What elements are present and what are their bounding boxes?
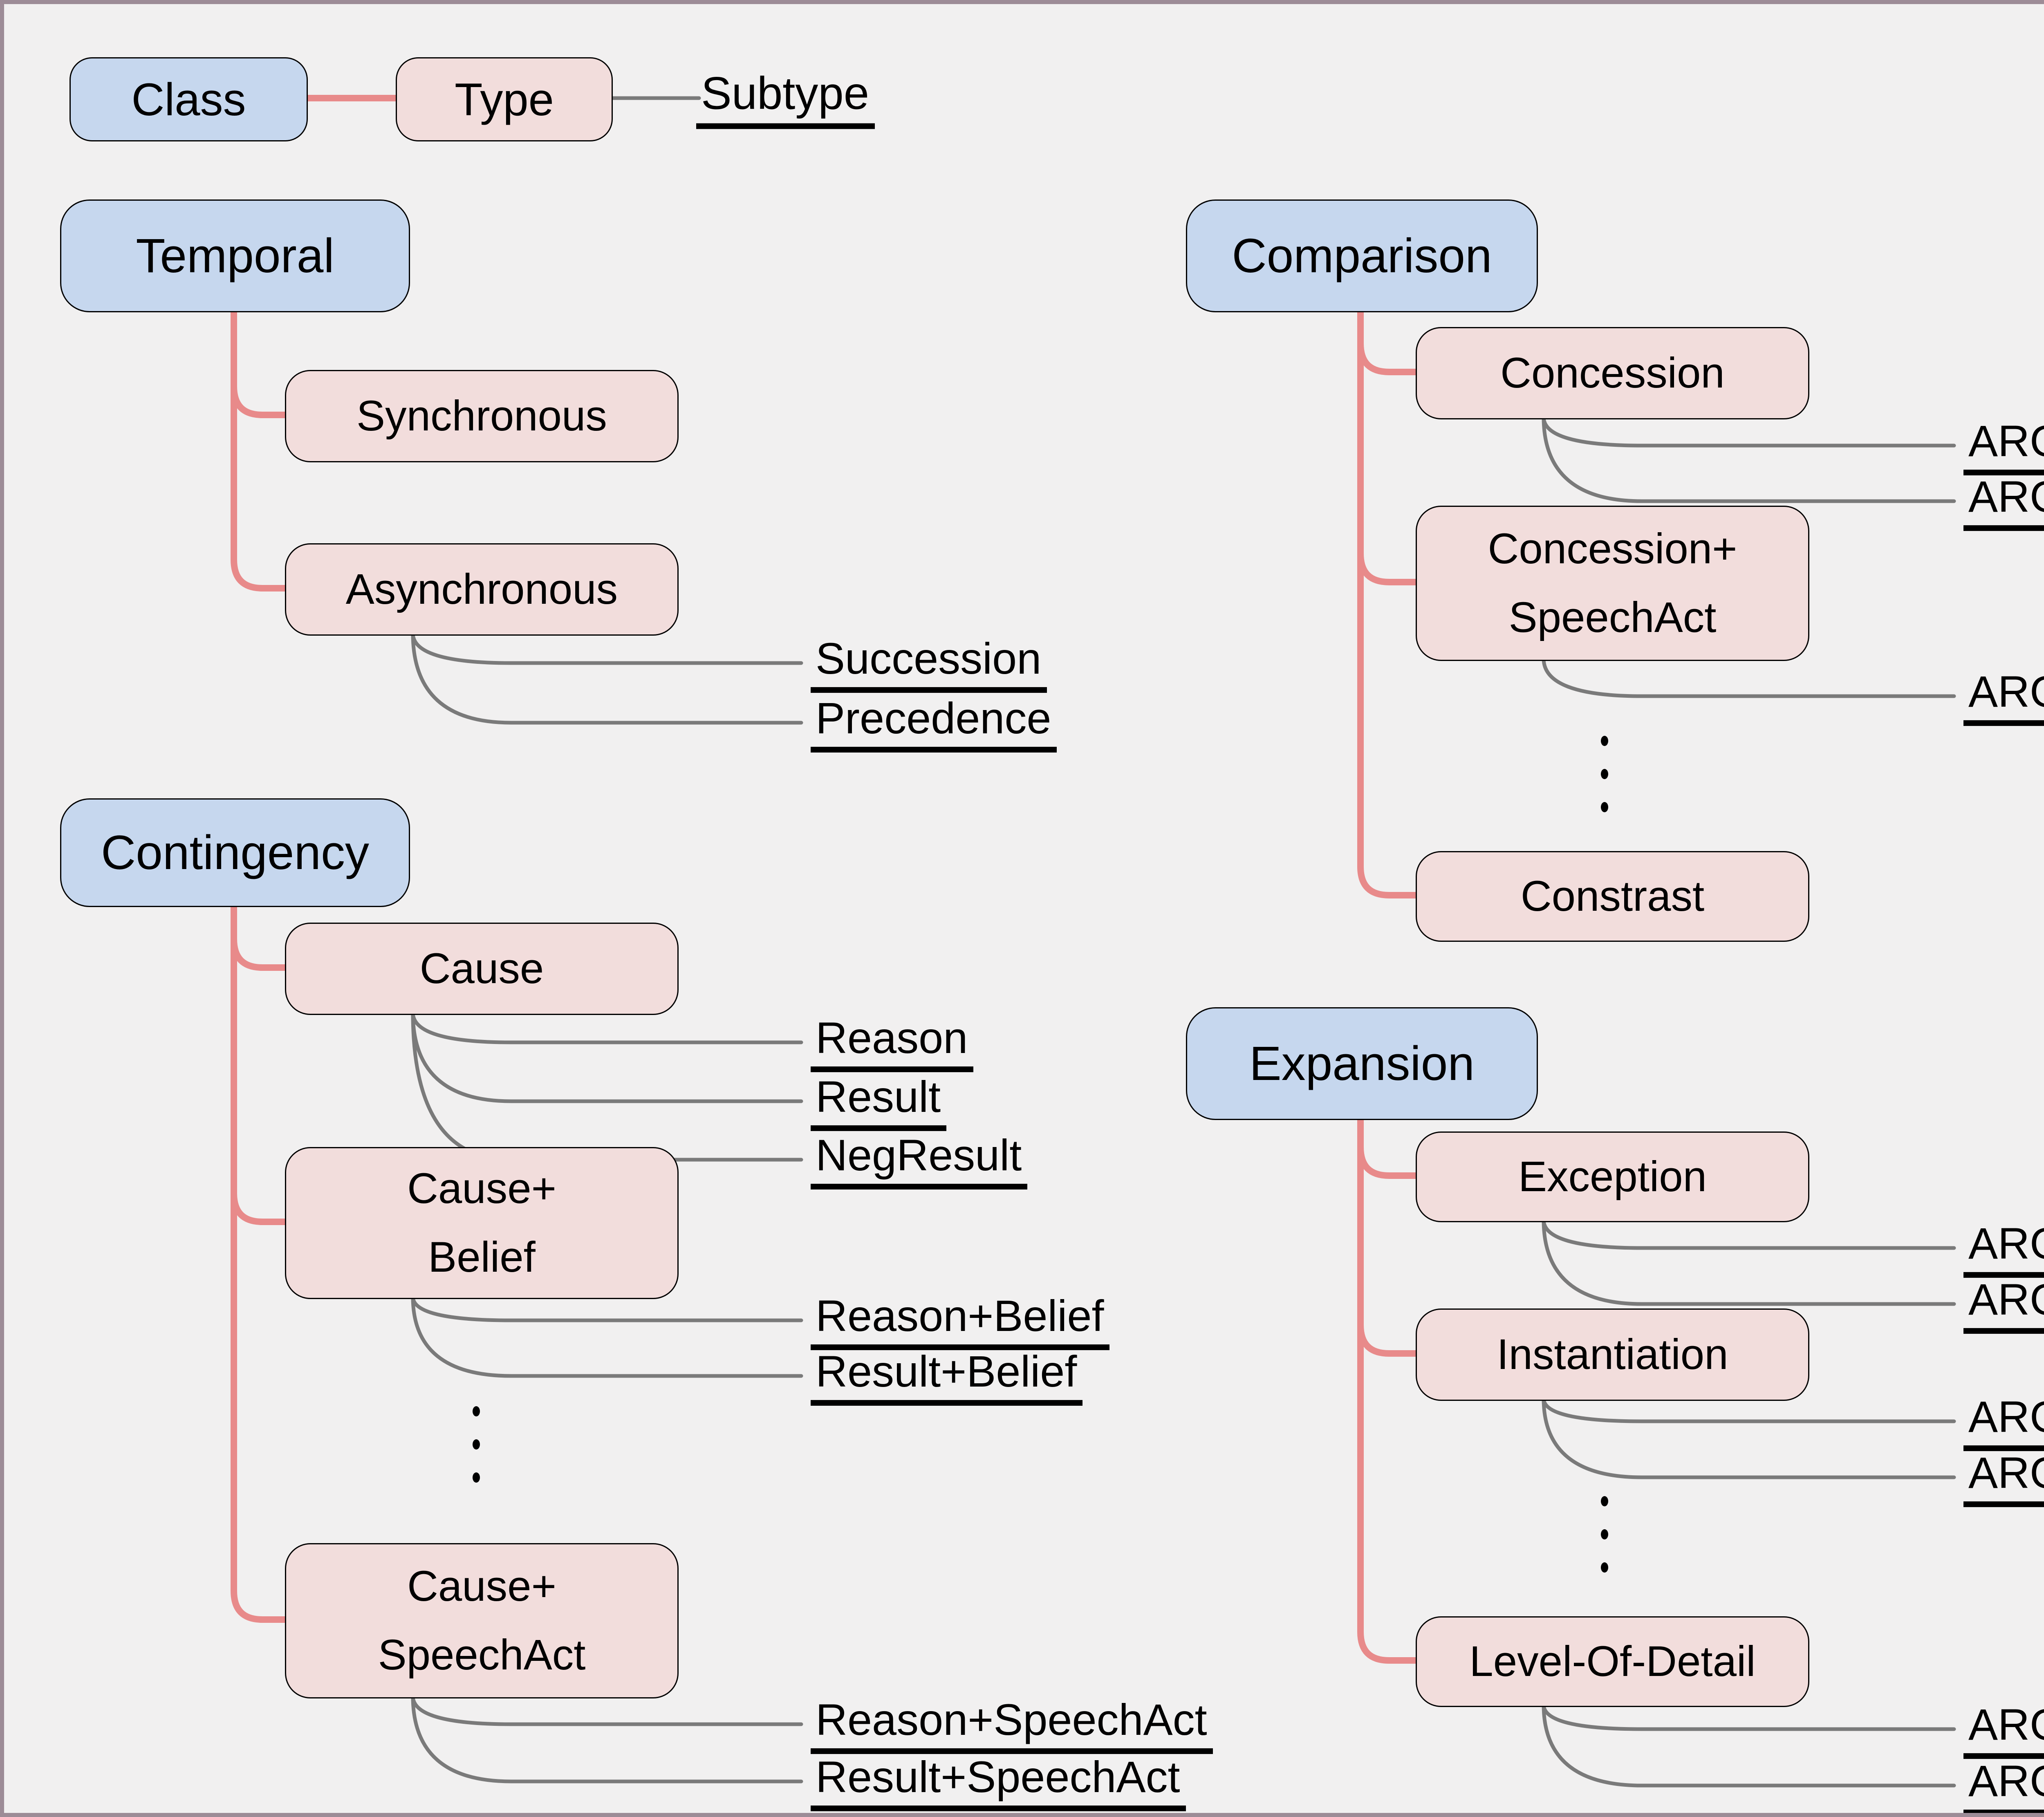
subtype-reason: Reason <box>811 1013 974 1073</box>
subtype-result-speechact: Result+SpeechAct <box>811 1752 1186 1812</box>
ellipsis-dot <box>1601 802 1608 812</box>
subtype-arg2-as-instance: ARG2-As-Instance <box>1963 1447 2044 1508</box>
subtype-arg2-as-denier-speechact: ARG2-As-Denier+SpeechAct <box>1963 666 2044 726</box>
type-box-cause-belief: Cause+ Belief <box>285 1147 679 1299</box>
connector-contingency-cause-belief <box>231 901 288 1225</box>
legend-type-label: Type <box>455 74 554 125</box>
ellipsis-dot <box>1601 1529 1608 1539</box>
type-box-cause-speechact: Cause+ SpeechAct <box>285 1543 679 1698</box>
connector-comparison-concession-speechact <box>1357 307 1419 585</box>
subtype-precedence: Precedence <box>811 693 1057 753</box>
type-box-cause: Cause <box>285 923 679 1015</box>
ellipsis-dot <box>1601 1562 1608 1573</box>
connector-instantiation-arg1-as-instance <box>1542 1396 1956 1423</box>
class-label-expansion: Expansion <box>1249 1037 1475 1091</box>
subtype-arg1-as-instance: ARG1-As-Instance <box>1963 1391 2044 1452</box>
legend-class-box: Class <box>69 57 308 141</box>
ellipsis-dot <box>473 1472 480 1483</box>
subtype-arg2-as-excpt: ARG2-As-Excpt <box>1963 1274 2044 1334</box>
class-label-temporal: Temporal <box>136 229 334 283</box>
connector-concession-arg2-as-denier <box>1542 415 1956 503</box>
connector-cause-negresult <box>411 1010 803 1162</box>
type-label-asynchronous: Asynchronous <box>345 565 618 613</box>
subtype-arg1-as-denier: ARG1-As-Denier <box>1963 416 2044 476</box>
subtype-arg2-as-detail: ARG2-As-Detail <box>1963 1756 2044 1813</box>
subtype-result-belief: Result+Belief <box>811 1346 1083 1406</box>
type-label-cause-speechact: Cause+ SpeechAct <box>378 1562 586 1679</box>
type-label-constrast: Constrast <box>1520 872 1705 920</box>
legend-subtype-label: Subtype <box>696 67 875 129</box>
legend-type-box: Type <box>396 57 613 141</box>
type-box-concession: Concession <box>1416 327 1809 419</box>
type-label-level-of-detail: Level-Of-Detail <box>1469 1638 1756 1685</box>
connector-concession-arg1-as-denier <box>1542 415 1956 448</box>
type-label-cause: Cause <box>419 945 544 993</box>
subtype-succession: Succession <box>811 633 1047 693</box>
subtype-arg2-as-denier: ARG2-As-Denier <box>1963 471 2044 531</box>
subtype-reason-speechact: Reason+SpeechAct <box>811 1694 1213 1754</box>
class-box-comparison: Comparison <box>1186 199 1538 312</box>
type-label-concession-speechact: Concession+ SpeechAct <box>1488 525 1737 641</box>
ellipsis-dot <box>1601 736 1608 746</box>
connector-concession-speechact-arg2-as-denier-speechact <box>1542 656 1956 698</box>
type-box-constrast: Constrast <box>1416 851 1809 942</box>
connector-contingency-cause <box>231 901 288 971</box>
type-label-concession: Concession <box>1500 349 1725 397</box>
connector-contingency-cause-speechact <box>231 901 288 1623</box>
connector-temporal-asynchronous <box>231 307 288 591</box>
class-box-temporal: Temporal <box>60 199 410 312</box>
type-box-asynchronous: Asynchronous <box>285 543 679 636</box>
connector-level-of-detail-arg2-as-detail <box>1542 1703 1956 1788</box>
connector-cause-speechact-reason-speechact <box>411 1694 803 1726</box>
type-box-instantiation: Instantiation <box>1416 1308 1809 1401</box>
connector-asynchronous-succession <box>411 631 803 665</box>
ellipsis-comparison <box>1601 736 1608 812</box>
connector-cause-result <box>411 1010 803 1103</box>
ellipsis-dot <box>473 1439 480 1450</box>
ellipsis-expansion <box>1601 1496 1608 1573</box>
connector-comparison-constrast <box>1357 307 1419 898</box>
connector-level-of-detail-arg1-as-detail <box>1542 1703 1956 1731</box>
connector-asynchronous-precedence <box>411 631 803 725</box>
type-box-level-of-detail: Level-Of-Detail <box>1416 1616 1809 1707</box>
connector-instantiation-arg2-as-instance <box>1542 1396 1956 1479</box>
connector-expansion-level-of-detail <box>1357 1114 1419 1664</box>
subtype-arg1-as-excpt: ARG1-As-Excpt <box>1963 1218 2044 1278</box>
class-label-comparison: Comparison <box>1232 229 1492 283</box>
connector-cause-speechact-result-speechact <box>411 1694 803 1783</box>
connector-expansion-exception <box>1357 1114 1419 1179</box>
type-label-cause-belief: Cause+ Belief <box>407 1165 556 1281</box>
connector-exception-arg1-as-excpt <box>1542 1218 1956 1250</box>
class-box-contingency: Contingency <box>60 798 410 907</box>
subtype-result: Result <box>811 1071 947 1131</box>
ellipsis-dot <box>1601 1496 1608 1506</box>
class-box-expansion: Expansion <box>1186 1007 1538 1120</box>
connector-cause-reason <box>411 1010 803 1044</box>
type-box-concession-speechact: Concession+ SpeechAct <box>1416 506 1809 661</box>
connector-cause-belief-result-belief <box>411 1295 803 1378</box>
connector-comparison-concession <box>1357 307 1419 375</box>
connector-temporal-synchronous <box>231 307 288 418</box>
subtype-arg1-as-detail: ARG1-As-Detail <box>1963 1699 2044 1759</box>
class-label-contingency: Contingency <box>101 826 369 880</box>
legend-class-label: Class <box>131 74 246 125</box>
type-label-instantiation: Instantiation <box>1497 1331 1728 1378</box>
connector-cause-belief-reason-belief <box>411 1295 803 1322</box>
connector-expansion-instantiation <box>1357 1114 1419 1357</box>
subtype-reason-belief: Reason+Belief <box>811 1290 1110 1351</box>
connector-exception-arg2-as-excpt <box>1542 1218 1956 1306</box>
type-box-synchronous: Synchronous <box>285 370 679 462</box>
type-label-synchronous: Synchronous <box>356 392 607 440</box>
ellipsis-dot <box>473 1406 480 1416</box>
type-label-exception: Exception <box>1518 1153 1707 1201</box>
ellipsis-dot <box>1601 769 1608 779</box>
subtype-negresult: NegResult <box>811 1130 1028 1190</box>
ellipsis-contingency <box>473 1406 480 1483</box>
type-box-exception: Exception <box>1416 1131 1809 1222</box>
